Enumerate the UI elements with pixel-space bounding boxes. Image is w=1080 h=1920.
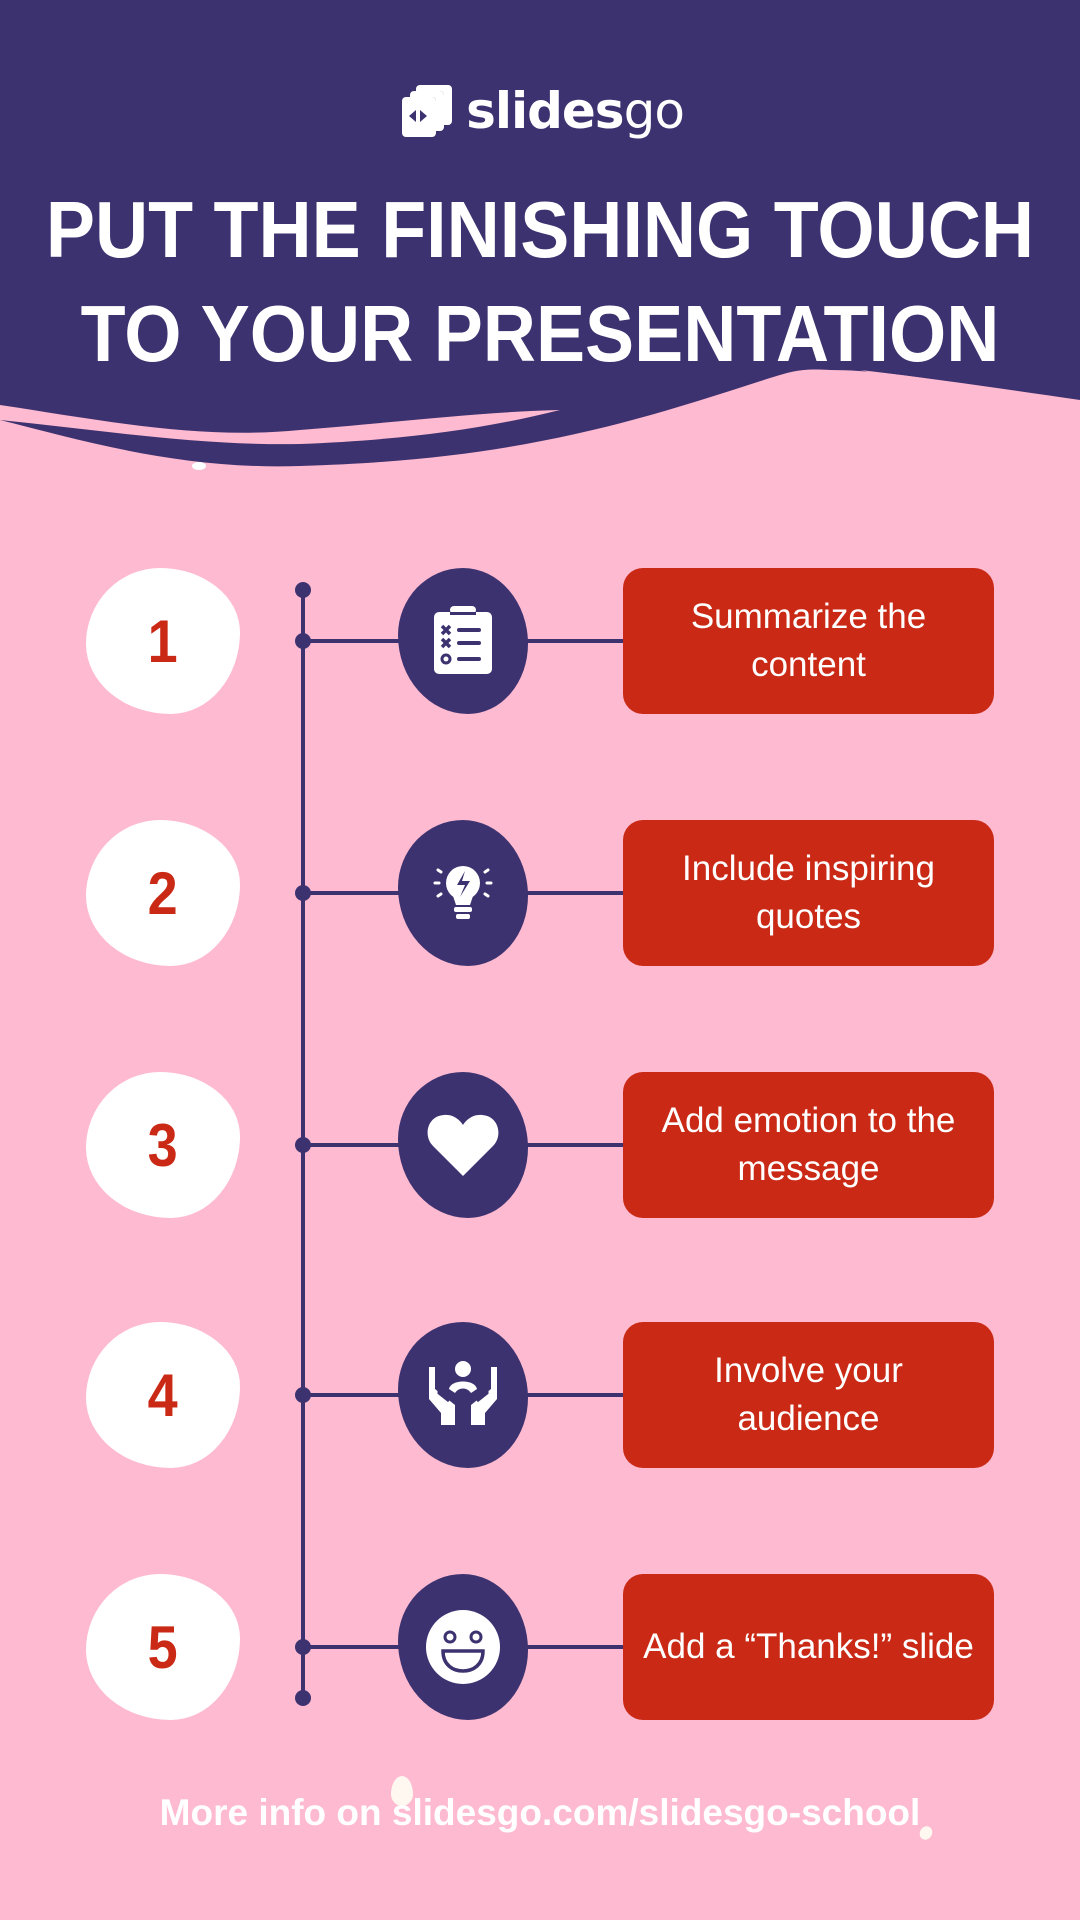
step-label-box: Involve your audience [623,1322,994,1468]
decorative-drop [391,1776,413,1806]
step-label-box: Add a “Thanks!” slide [623,1574,994,1720]
slidesgo-logo: slidesgo [0,82,1080,140]
hands-person-icon [429,1361,497,1425]
step-label: Include inspiring quotes [682,849,935,936]
step-label: Add emotion to the message [661,1101,956,1188]
step-icon-badge [398,820,528,966]
title-line-1: PUT THE FINISHING TOUCH [45,185,1035,274]
heart-icon [427,1114,499,1176]
step-row-2: 2 Include inspiring quotes [0,820,1080,966]
step-label: Involve your audience [714,1351,903,1438]
step-number-badge: 3 [86,1072,240,1218]
step-row-4: 4 Involve your audience [0,1322,1080,1468]
step-label: Add a “Thanks!” slide [643,1627,974,1666]
timeline-dot-bottom [295,1690,311,1706]
timeline-dot [295,1137,311,1153]
step-number: 4 [147,1361,179,1429]
step-label-box: Add emotion to the message [623,1072,994,1218]
step-number: 5 [147,1613,179,1681]
step-icon-badge [398,568,528,714]
page-title: PUT THE FINISHING TOUCH TO YOUR PRESENTA… [43,178,1037,386]
decorative-drop [192,462,206,470]
header-banner [0,0,1080,480]
timeline-dot [295,633,311,649]
step-icon-badge [398,1322,528,1468]
timeline-dot-top [295,582,311,598]
title-line-2: TO YOUR PRESENTATION [80,289,1000,378]
slidesgo-logo-icon [400,85,453,137]
step-row-3: 3 Add emotion to the message [0,1072,1080,1218]
timeline-dot [295,885,311,901]
step-number-badge: 4 [86,1322,240,1468]
step-number-badge: 2 [86,820,240,966]
smiley-face-icon [426,1610,500,1684]
step-number: 1 [147,607,179,675]
timeline-dot [295,1387,311,1403]
step-row-5: 5 Add a “Thanks!” slide [0,1574,1080,1720]
step-number: 2 [147,859,179,927]
lightbulb-idea-icon [433,866,493,919]
timeline-dot [295,1639,311,1655]
step-label-box: Include inspiring quotes [623,820,994,966]
logo-wordmark: slidesgo [466,82,685,140]
step-number-badge: 5 [86,1574,240,1720]
clipboard-checklist-icon [434,606,492,674]
step-number-badge: 1 [86,568,240,714]
step-icon-badge [398,1072,528,1218]
step-label-box: Summarize the content [623,568,994,714]
step-label: Summarize the content [690,597,927,684]
footer-link-text[interactable]: More info on slidesgo.com/slidesgo-schoo… [159,1792,921,1833]
step-number: 3 [147,1111,179,1179]
header-wave-shape [0,0,1080,467]
step-row-1: 1 Summarize the content [0,568,1080,714]
step-icon-badge [398,1574,528,1720]
